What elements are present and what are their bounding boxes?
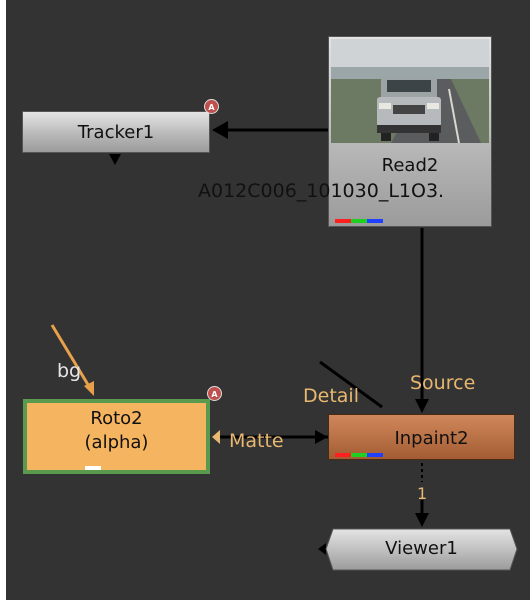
roto2-name: Roto2 — [90, 408, 143, 429]
red-channel — [335, 219, 351, 223]
viewer1-label: Viewer1 — [385, 538, 458, 559]
car-on-road-thumbnail — [331, 39, 489, 143]
viewer1-input-notch — [318, 543, 326, 555]
detail-input-label: Detail — [303, 385, 359, 407]
arrowhead-matte-input — [315, 430, 328, 444]
connections-layer — [50, 121, 429, 555]
tracker1-output-arrow — [109, 154, 121, 165]
arrowhead-matte-output — [212, 430, 220, 444]
read2-channel-indicator — [335, 219, 383, 223]
red-channel — [335, 453, 351, 457]
matte-input-label: Matte — [229, 430, 284, 452]
read2-file-label: A012C006_101030_L1O3. — [198, 180, 445, 202]
source-input-label: Source — [410, 372, 476, 394]
roto2-mask-indicator — [85, 466, 101, 470]
bg-input-label: bg — [57, 360, 82, 382]
blue-channel — [367, 453, 383, 457]
read2-node[interactable]: Read2 — [328, 36, 492, 227]
roto2-channel-label: (alpha) — [84, 432, 149, 453]
viewer1-shape — [325, 528, 518, 571]
inpaint2-label: Inpaint2 — [394, 428, 469, 449]
roto2-label: Roto2 (alpha) — [27, 407, 206, 455]
arrowhead-tracker1 — [212, 121, 228, 139]
blue-channel — [367, 219, 383, 223]
viewer1-node[interactable]: Viewer1 — [325, 528, 518, 571]
link-detail-input[interactable] — [319, 360, 383, 409]
link-roto2-bg-input[interactable] — [50, 324, 92, 389]
node-graph-canvas[interactable]: Tracker1 A — [6, 0, 530, 600]
green-channel — [351, 219, 367, 223]
read2-label: Read2 — [381, 155, 439, 176]
green-channel — [351, 453, 367, 457]
tracker1-node[interactable]: Tracker1 A — [22, 99, 219, 153]
viewer-input-number: 1 — [417, 484, 428, 503]
tracker1-auto-badge: A — [204, 99, 219, 114]
arrowhead-bg — [84, 381, 94, 396]
tracker1-label: Tracker1 — [77, 122, 155, 143]
roto2-node[interactable]: Roto2 (alpha) A — [23, 386, 222, 474]
inpaint2-channel-indicator — [335, 453, 383, 457]
arrowhead-source — [415, 399, 429, 413]
arrowhead-viewer1 — [415, 513, 429, 527]
inpaint2-node[interactable]: Inpaint2 — [328, 414, 515, 460]
roto2-auto-badge: A — [207, 386, 222, 401]
